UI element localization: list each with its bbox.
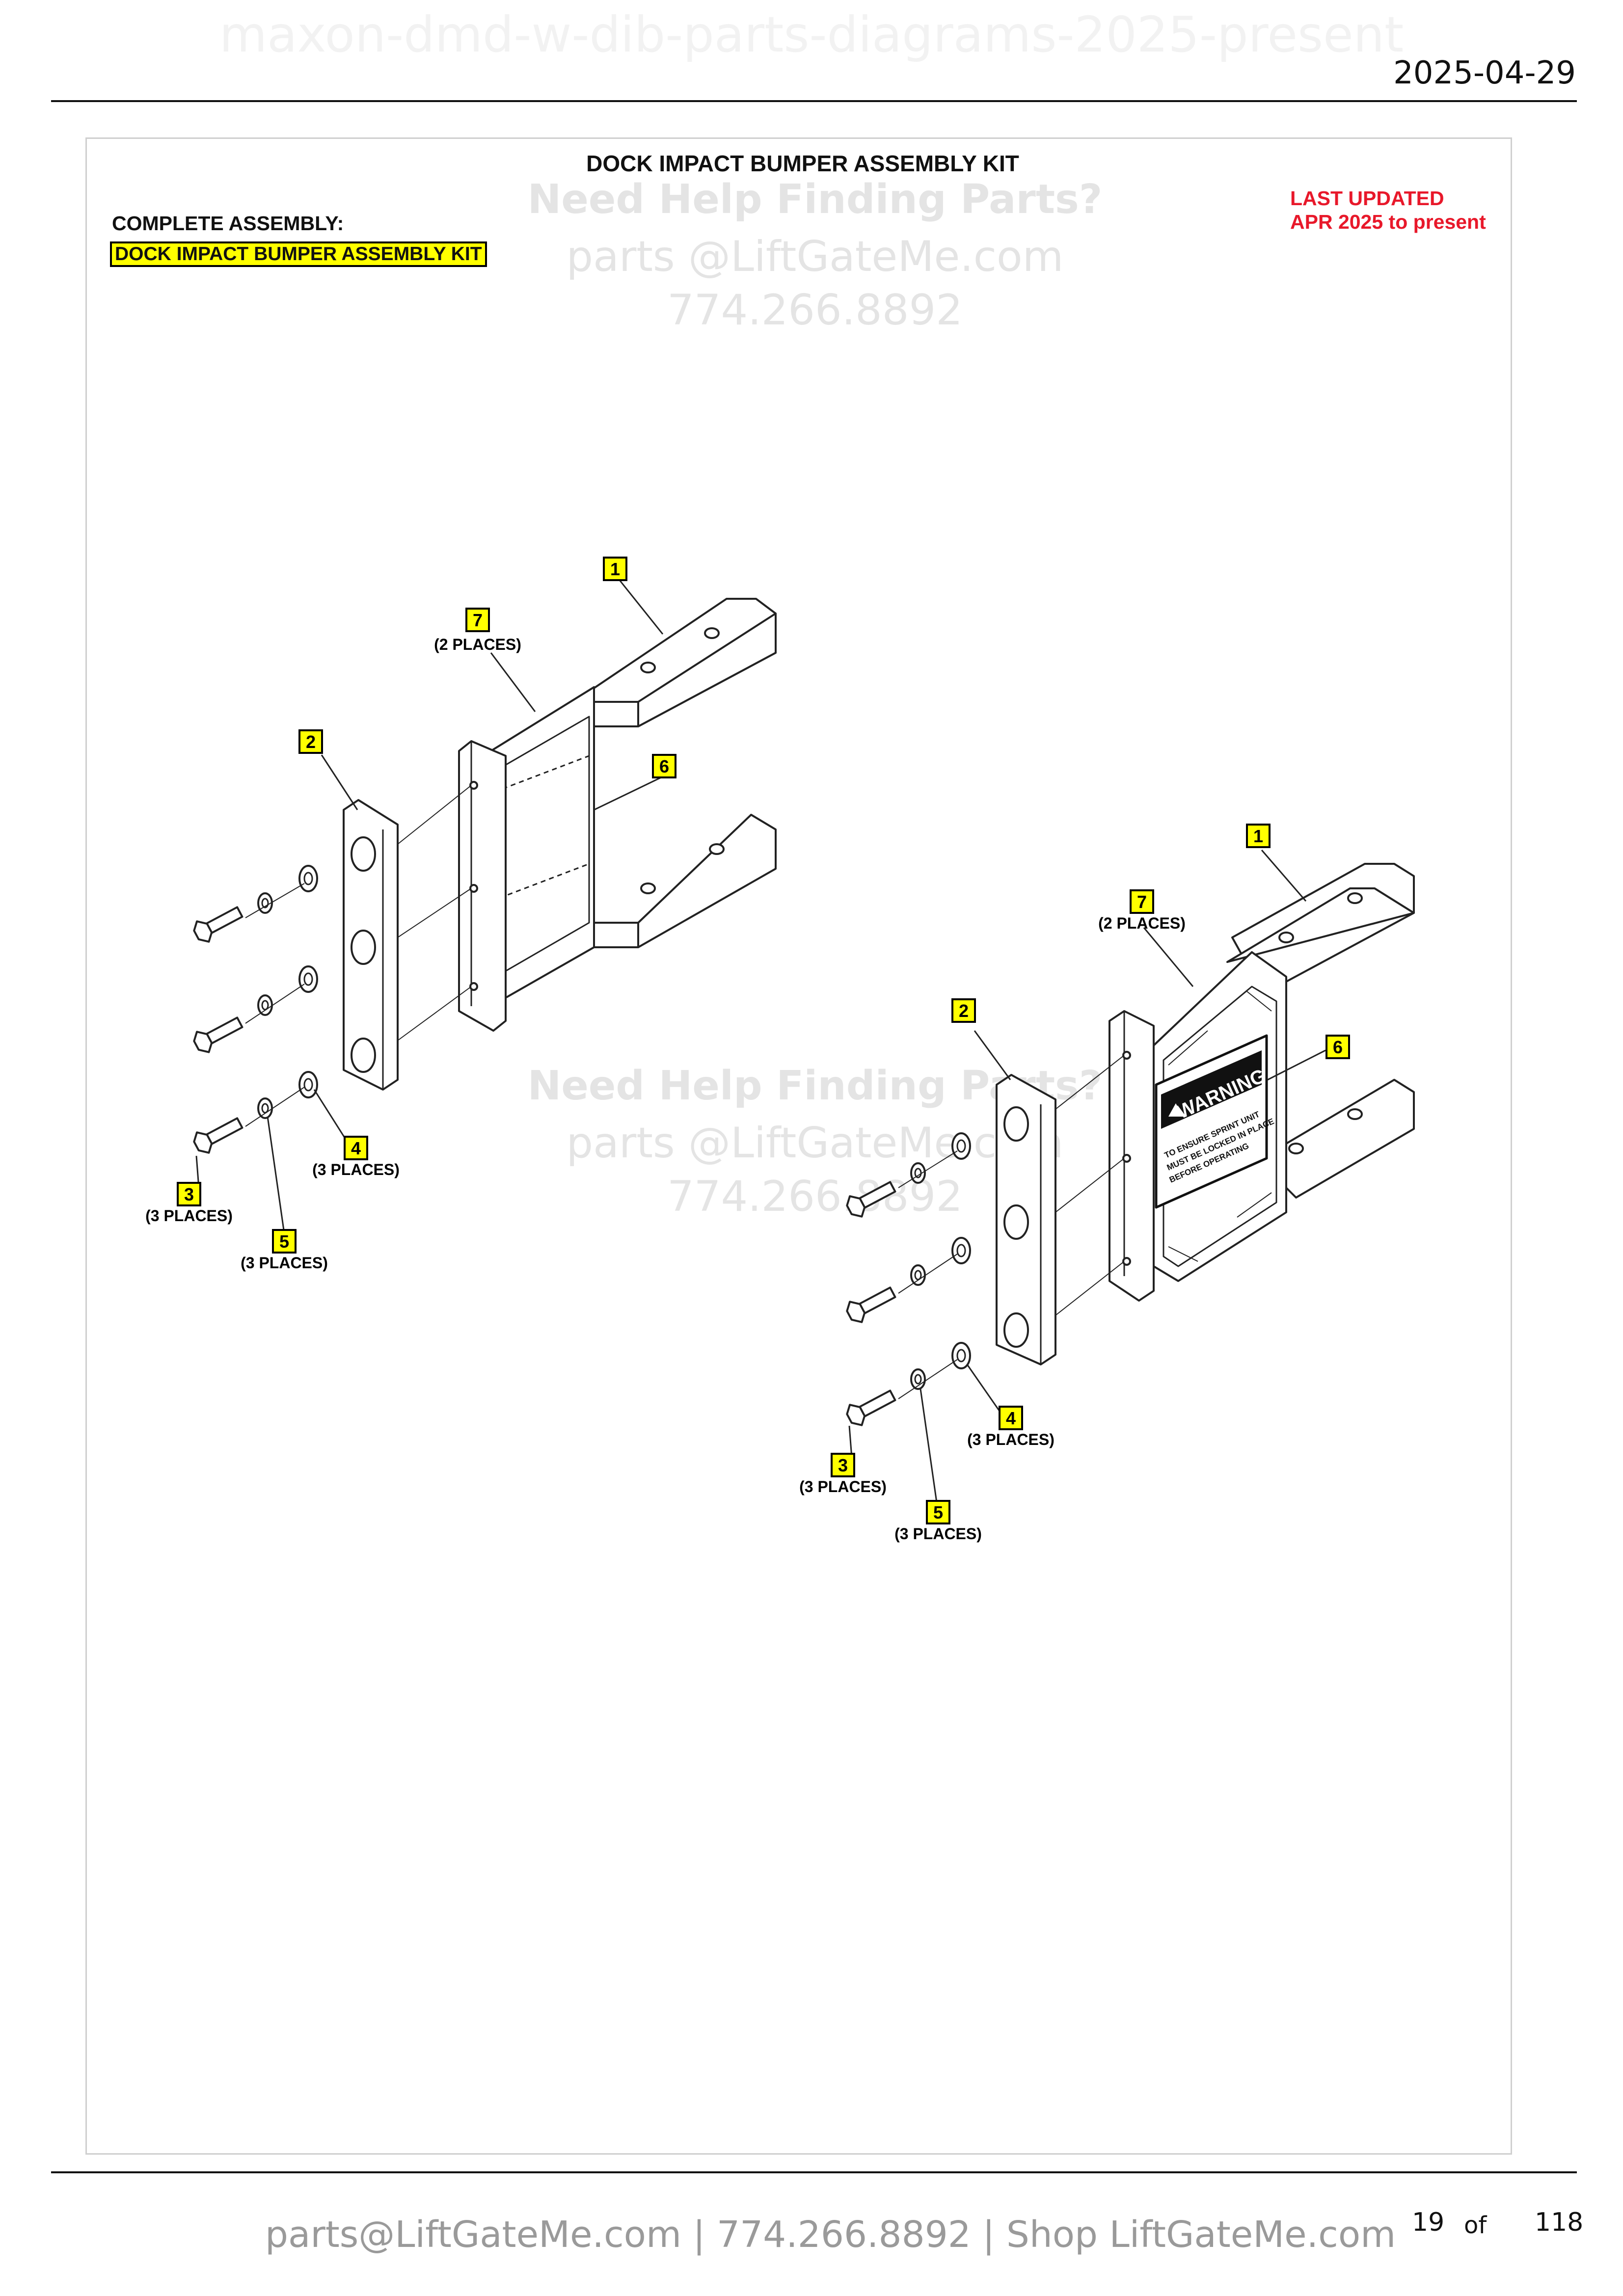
left-callout-1: 1 (603, 557, 627, 581)
right-callout-6: 6 (1325, 1035, 1350, 1059)
right-lower-arm (1285, 1079, 1415, 1199)
svg-text:3: 3 (838, 1455, 848, 1475)
left-fastener-row-1 (191, 865, 318, 945)
document-date: 2025-04-29 (1393, 55, 1576, 91)
right-callout-5: 5 (3 PLACES) (894, 1500, 982, 1543)
left-mount-plate (458, 740, 507, 1032)
header-rule (51, 100, 1577, 102)
watermark-heading: Need Help Finding Parts? (527, 176, 1103, 223)
svg-text:(3 PLACES): (3 PLACES) (145, 1207, 233, 1225)
svg-text:3: 3 (184, 1184, 194, 1204)
right-callout-7: 7 (2 PLACES) (1098, 889, 1186, 932)
right-callout-3: 3 (3 PLACES) (799, 1453, 887, 1495)
help-watermark-top: Need Help Finding Parts? parts @LiftGate… (407, 176, 1222, 335)
left-callout-3: 3 (3 PLACES) (145, 1182, 233, 1225)
right-warning-decal: WARNING TO ENSURE SPRINT UNIT MUST BE LO… (1155, 1034, 1275, 1209)
svg-text:2: 2 (306, 732, 316, 752)
sheet-title: DOCK IMPACT BUMPER ASSEMBLY KIT (586, 151, 1019, 176)
right-upper-arm (1226, 863, 1415, 983)
right-mount-plate (1109, 1010, 1155, 1302)
page-total: 118 (1535, 2208, 1584, 2237)
kit-name-highlight: DOCK IMPACT BUMPER ASSEMBLY KIT (110, 241, 487, 267)
footer-contact: parts@LiftGateMe.com | 774.266.8892 | Sh… (265, 2214, 1396, 2256)
svg-text:7: 7 (473, 610, 483, 630)
svg-text:4: 4 (351, 1138, 361, 1158)
last-updated-label: LAST UPDATED (1290, 187, 1444, 210)
left-fastener-row-2 (191, 965, 318, 1056)
svg-text:1: 1 (610, 559, 620, 579)
svg-text:(3 PLACES): (3 PLACES) (241, 1254, 328, 1272)
svg-text:6: 6 (659, 756, 669, 776)
svg-text:(3 PLACES): (3 PLACES) (894, 1525, 982, 1543)
svg-text:4: 4 (1006, 1408, 1016, 1428)
right-callout-4: 4 (3 PLACES) (967, 1406, 1055, 1448)
svg-text:(3 PLACES): (3 PLACES) (799, 1478, 887, 1495)
left-fastener-row-3 (191, 1071, 318, 1156)
right-leader-lines (848, 850, 1326, 1510)
right-fastener-row-2 (844, 1237, 971, 1326)
page-of: of (1464, 2212, 1487, 2239)
left-assembly-view (191, 580, 777, 1237)
right-callout-1: 1 (1246, 824, 1271, 848)
warning-triangle-icon (1168, 1103, 1183, 1117)
right-bumper-block (996, 1074, 1056, 1365)
right-callout-2: 2 (951, 998, 976, 1023)
right-assembly-view: WARNING TO ENSURE SPRINT UNIT MUST BE LO… (844, 850, 1415, 1510)
left-callout-2: 2 (298, 729, 323, 754)
svg-text:5: 5 (933, 1502, 943, 1522)
svg-text:1: 1 (1253, 826, 1263, 846)
right-fastener-row-3 (844, 1342, 971, 1429)
watermark-email: parts @LiftGateMe.com (566, 1119, 1064, 1168)
svg-text:(2 PLACES): (2 PLACES) (1098, 914, 1186, 932)
watermark-email: parts @LiftGateMe.com (566, 232, 1064, 282)
svg-text:(3 PLACES): (3 PLACES) (312, 1161, 400, 1178)
svg-text:5: 5 (279, 1231, 289, 1252)
right-fastener-row-1 (844, 1132, 971, 1220)
svg-text:(3 PLACES): (3 PLACES) (967, 1431, 1055, 1448)
left-lower-arm (593, 814, 777, 948)
drawing-frame (85, 137, 1512, 2155)
callouts: 1 7 (2 PLACES) 2 6 4 (3 PLACES) 3 (3 PLA… (145, 557, 1350, 1543)
complete-assembly-label: COMPLETE ASSEMBLY: (112, 212, 344, 235)
document-title-watermark: maxon-dmd-w-dib-parts-diagrams-2025-pres… (219, 6, 1404, 63)
left-callout-7: 7 (2 PLACES) (434, 608, 521, 653)
left-callout-5: 5 (3 PLACES) (241, 1229, 328, 1272)
page-current: 19 (1412, 2208, 1445, 2237)
svg-text:6: 6 (1333, 1037, 1343, 1057)
left-callout-6: 6 (652, 754, 676, 778)
last-updated-range: APR 2025 to present (1290, 211, 1486, 233)
svg-text:(2 PLACES): (2 PLACES) (434, 636, 521, 653)
last-updated-note: LAST UPDATED APR 2025 to present (1290, 187, 1486, 234)
watermark-phone: 774.266.8892 (667, 285, 963, 335)
left-callout-4: 4 (3 PLACES) (312, 1136, 400, 1178)
footer-rule (51, 2171, 1577, 2173)
svg-text:2: 2 (959, 1001, 969, 1021)
left-bumper-block (343, 799, 399, 1091)
svg-text:7: 7 (1137, 892, 1147, 912)
